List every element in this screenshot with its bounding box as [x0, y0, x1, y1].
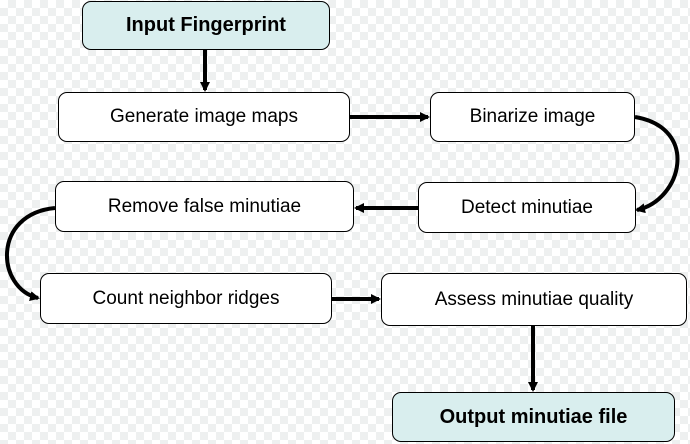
node-output-minutiae-file: Output minutiae file: [392, 392, 675, 442]
arrow-remove-to-count: [5, 206, 56, 301]
node-count-neighbor-ridges: Count neighbor ridges: [40, 273, 332, 324]
node-assess-minutiae-quality: Assess minutiae quality: [381, 273, 687, 326]
node-detect-minutiae: Detect minutiae: [418, 182, 636, 233]
node-binarize-image: Binarize image: [430, 92, 635, 142]
arrow-binarize-to-detect: [634, 115, 680, 214]
node-generate-image-maps: Generate image maps: [58, 92, 350, 142]
node-remove-false-minutiae: Remove false minutiae: [55, 181, 354, 232]
node-input-fingerprint: Input Fingerprint: [82, 1, 330, 50]
